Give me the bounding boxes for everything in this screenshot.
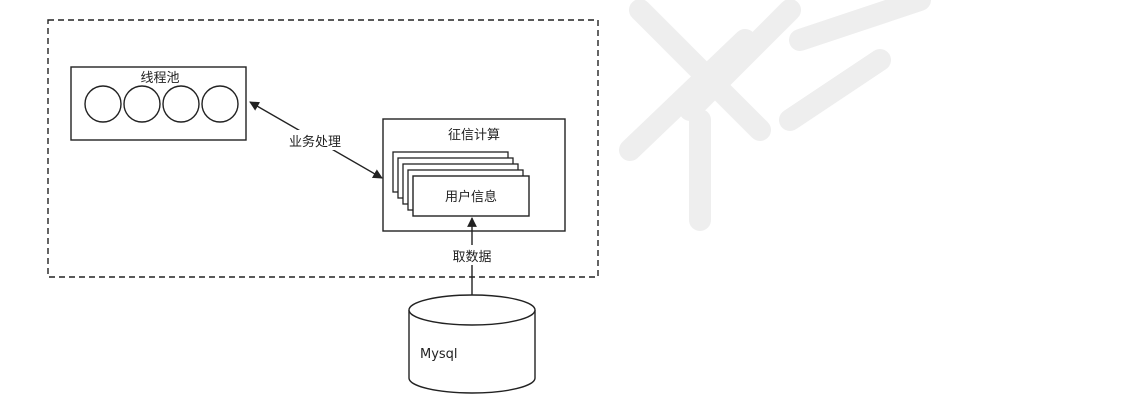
credit-calc-box: 征信计算 用户信息 [382,118,566,232]
thread-pool-label: 线程池 [140,71,179,86]
credit-calc-label: 征信计算 [448,128,500,143]
mysql-database: Mysql [408,294,536,394]
fetch-edge-label: 取数据 [452,250,491,265]
user-info-card [412,175,530,217]
fetch-edge-label-bg [446,245,498,265]
thread-circle [123,85,161,123]
business-edge-label-bg [283,130,347,150]
thread-circle [162,85,200,123]
thread-pool-box: 线程池 [70,66,247,141]
thread-circles [84,85,239,123]
thread-circle [201,85,239,123]
thread-circle [84,85,122,123]
system-boundary [47,19,599,278]
user-info-label: 用户信息 [445,189,497,205]
db-label: Mysql [420,347,458,362]
watermark [619,0,931,231]
business-edge-label: 业务处理 [289,134,341,150]
